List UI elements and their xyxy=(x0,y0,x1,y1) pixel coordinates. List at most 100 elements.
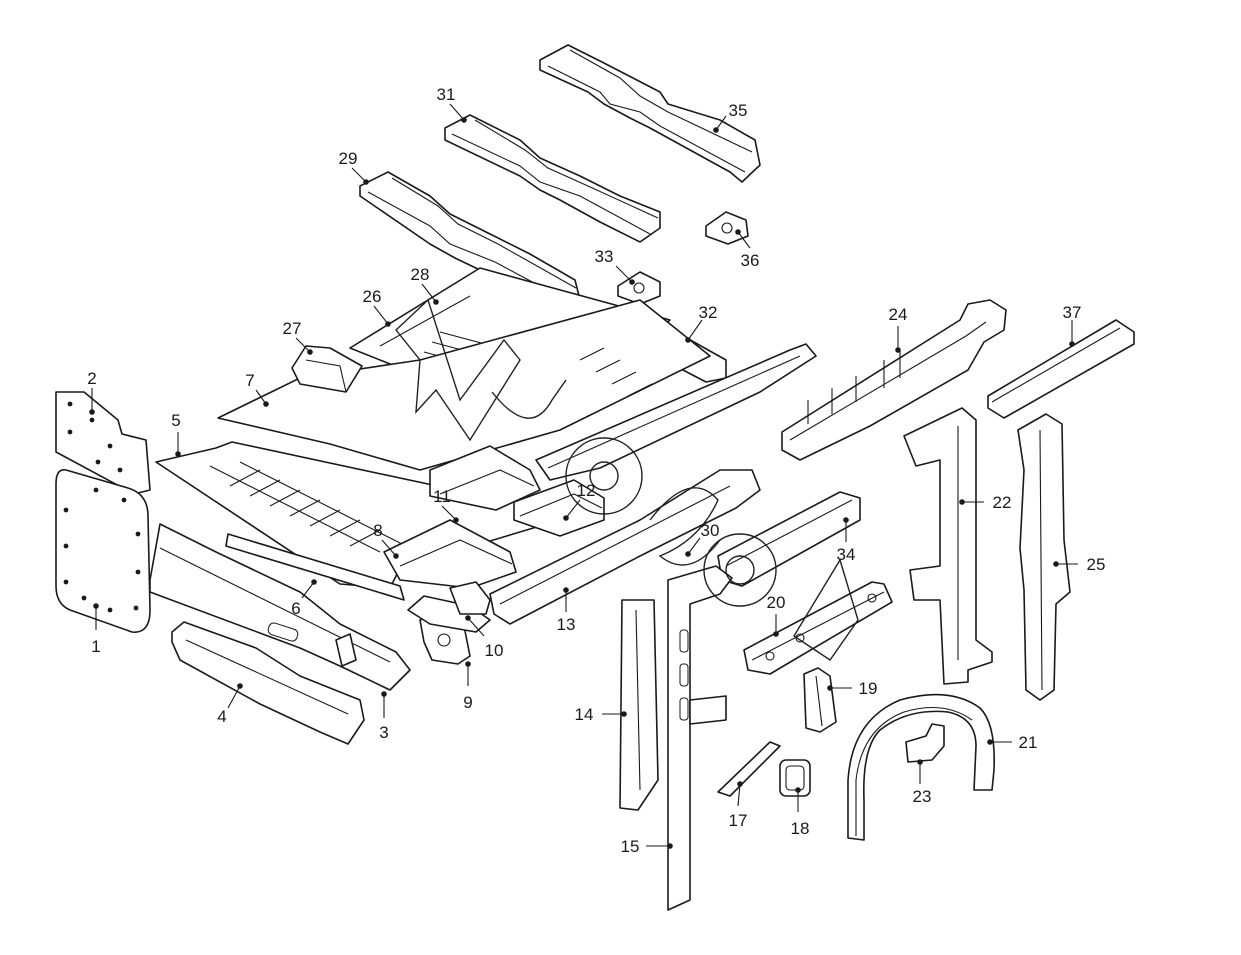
part-19-post xyxy=(803,667,837,733)
callout-label-3: 3 xyxy=(379,723,388,742)
callout-11: 11 xyxy=(433,487,459,523)
part-37-angle xyxy=(987,319,1135,419)
part-12-channel xyxy=(513,479,605,537)
part-1-end-plate xyxy=(55,468,151,633)
callout-label-30: 30 xyxy=(701,521,720,540)
callout-9: 9 xyxy=(463,661,473,712)
part-20-crossbar xyxy=(743,581,893,675)
callout-label-12: 12 xyxy=(577,481,596,500)
callout-label-5: 5 xyxy=(171,411,180,430)
callout-label-7: 7 xyxy=(245,371,254,390)
part-36-bracket xyxy=(705,211,749,245)
part-14-pillar xyxy=(619,599,659,811)
callout-label-9: 9 xyxy=(463,693,472,712)
callout-label-28: 28 xyxy=(411,265,430,284)
part-8-cross-channel xyxy=(383,519,517,589)
callout-20: 20 xyxy=(767,593,786,637)
watermark xyxy=(395,298,859,661)
callout-34: 34 xyxy=(837,517,856,564)
part-3-side-rail xyxy=(149,523,411,691)
callout-36: 36 xyxy=(735,229,759,270)
callout-label-36: 36 xyxy=(741,251,760,270)
callout-label-13: 13 xyxy=(557,615,576,634)
callout-3: 3 xyxy=(379,691,389,742)
callout-33: 33 xyxy=(595,247,635,285)
callout-label-6: 6 xyxy=(291,599,300,618)
callout-2: 2 xyxy=(87,369,97,415)
callout-label-25: 25 xyxy=(1087,555,1106,574)
callout-10: 10 xyxy=(465,615,503,660)
part-33-bracket xyxy=(617,271,661,305)
parts-layer xyxy=(55,44,1135,911)
callout-label-23: 23 xyxy=(913,787,932,806)
callout-23: 23 xyxy=(913,759,932,806)
part-18-grommet xyxy=(779,759,811,797)
callout-label-10: 10 xyxy=(485,641,504,660)
callout-label-1: 1 xyxy=(91,637,100,656)
callout-12: 12 xyxy=(563,481,595,521)
part-15-tall-pillar xyxy=(667,565,733,911)
callout-21: 21 xyxy=(987,733,1037,752)
callout-28: 28 xyxy=(411,265,439,305)
callout-label-34: 34 xyxy=(837,545,856,564)
callout-7: 7 xyxy=(245,371,269,407)
callouts: 1 2 3 4 5 6 7 8 9 10 11 12 13 14 15 17 1… xyxy=(87,85,1105,856)
callout-30: 30 xyxy=(685,521,719,557)
callout-label-20: 20 xyxy=(767,593,786,612)
callout-8: 8 xyxy=(373,521,399,559)
callout-26: 26 xyxy=(363,287,391,327)
callout-label-32: 32 xyxy=(699,303,718,322)
callout-37: 37 xyxy=(1063,303,1082,347)
callout-label-18: 18 xyxy=(791,819,810,838)
part-30-side-rail xyxy=(535,343,817,481)
callout-label-17: 17 xyxy=(729,811,748,830)
callout-35: 35 xyxy=(713,101,747,133)
part-4-sill-channel xyxy=(171,621,365,745)
part-6-edge-strip xyxy=(225,533,405,601)
part-11-channel xyxy=(429,445,541,511)
callout-label-31: 31 xyxy=(437,85,456,104)
callout-label-14: 14 xyxy=(575,705,594,724)
callout-label-11: 11 xyxy=(433,487,451,506)
part-13-long-member xyxy=(489,469,761,625)
callout-label-37: 37 xyxy=(1063,303,1082,322)
part-21-wheel-arch xyxy=(847,693,996,841)
part-35-crossmember xyxy=(539,44,761,183)
callout-25: 25 xyxy=(1053,555,1105,574)
part-17-plate xyxy=(717,741,781,797)
callout-13: 13 xyxy=(557,587,576,634)
part-31-crossmember xyxy=(444,114,661,243)
callout-label-4: 4 xyxy=(217,707,226,726)
callout-17: 17 xyxy=(729,781,748,830)
callout-18: 18 xyxy=(791,787,810,838)
callout-label-8: 8 xyxy=(373,521,382,540)
callout-19: 19 xyxy=(827,679,877,698)
callout-label-24: 24 xyxy=(889,305,908,324)
callout-31: 31 xyxy=(437,85,467,123)
part-10-bracket xyxy=(407,581,491,633)
callout-14: 14 xyxy=(575,705,627,724)
callout-15: 15 xyxy=(621,837,673,856)
part-29-crossmember xyxy=(359,171,581,311)
part-24-sill xyxy=(781,299,1007,461)
callout-label-33: 33 xyxy=(595,247,614,266)
callout-label-21: 21 xyxy=(1019,733,1038,752)
callout-24: 24 xyxy=(889,305,908,353)
callout-29: 29 xyxy=(339,149,369,185)
callout-32: 32 xyxy=(685,303,717,343)
part-23-bracket xyxy=(905,723,945,763)
part-25-pillar xyxy=(1017,413,1071,701)
callout-label-26: 26 xyxy=(363,287,382,306)
part-27-bracket xyxy=(291,345,363,393)
callout-label-15: 15 xyxy=(621,837,640,856)
callout-4: 4 xyxy=(217,683,243,726)
callout-label-35: 35 xyxy=(729,101,748,120)
callout-22: 22 xyxy=(959,493,1011,512)
callout-label-27: 27 xyxy=(283,319,302,338)
callout-label-19: 19 xyxy=(859,679,878,698)
callout-label-29: 29 xyxy=(339,149,358,168)
part-22-pillar xyxy=(903,407,993,685)
callout-label-22: 22 xyxy=(993,493,1012,512)
callout-27: 27 xyxy=(283,319,313,355)
